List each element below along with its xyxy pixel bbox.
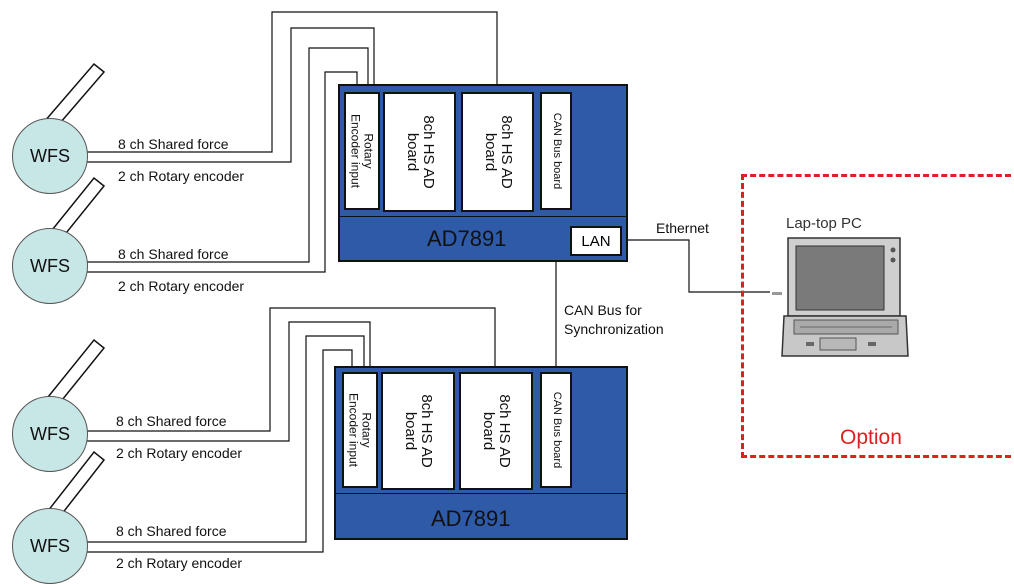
- force-label-4: 8 ch Shared force: [116, 523, 227, 539]
- ethernet-label: Ethernet: [656, 220, 709, 236]
- laptop-label: Lap-top PC: [786, 215, 862, 232]
- unit-divider: [340, 216, 626, 217]
- lan-port-label: LAN: [581, 232, 611, 250]
- cables-lower: [86, 307, 496, 553]
- unit-name-lower: AD7891: [431, 506, 511, 531]
- cable-force-3: [86, 307, 496, 432]
- cable-force-1: [86, 11, 498, 153]
- encoder-label-4: 2 ch Rotary encoder: [116, 555, 243, 571]
- cables-upper: [86, 11, 498, 273]
- can-bus-board-lower: CAN Bus board: [540, 372, 572, 488]
- cable-force-4: [86, 335, 365, 543]
- can-bus-board-label: CAN Bus board: [550, 391, 563, 469]
- encoder-label-3: 2 ch Rotary encoder: [116, 445, 243, 461]
- cable-encoder-4: [86, 349, 353, 553]
- canbus-label-line-2: Synchronization: [564, 321, 664, 337]
- cable-encoder-3: [86, 321, 371, 442]
- sensor-antennas: [42, 62, 106, 526]
- wfs-sensor-4: WFS: [12, 508, 88, 584]
- lan-port: LAN: [570, 226, 622, 256]
- canbus-label-line-1: CAN Bus for: [564, 302, 642, 318]
- option-label: Option: [840, 426, 902, 449]
- encoder-label-1: 2 ch Rotary encoder: [118, 168, 245, 184]
- cable-encoder-2: [86, 71, 358, 273]
- wfs-sensor-3: WFS: [12, 396, 88, 472]
- unit-name-upper: AD7891: [427, 226, 507, 251]
- force-label-1: 8 ch Shared force: [118, 136, 229, 152]
- unit-divider: [336, 493, 626, 494]
- laptop-icon: [772, 237, 909, 357]
- encoder-label-2: 2 ch Rotary encoder: [118, 278, 245, 294]
- cable-encoder-1: [86, 27, 375, 163]
- force-label-2: 8 ch Shared force: [118, 246, 229, 262]
- can-bus-board-upper: CAN Bus board: [540, 92, 572, 210]
- force-label-3: 8 ch Shared force: [116, 413, 227, 429]
- ethernet-cable: [623, 239, 770, 293]
- cable-force-2: [86, 47, 369, 263]
- wfs-sensor-2: WFS: [12, 228, 88, 304]
- can-bus-board-label: CAN Bus board: [550, 112, 563, 190]
- option-region: [741, 174, 1011, 458]
- wfs-sensor-1: WFS: [12, 118, 88, 194]
